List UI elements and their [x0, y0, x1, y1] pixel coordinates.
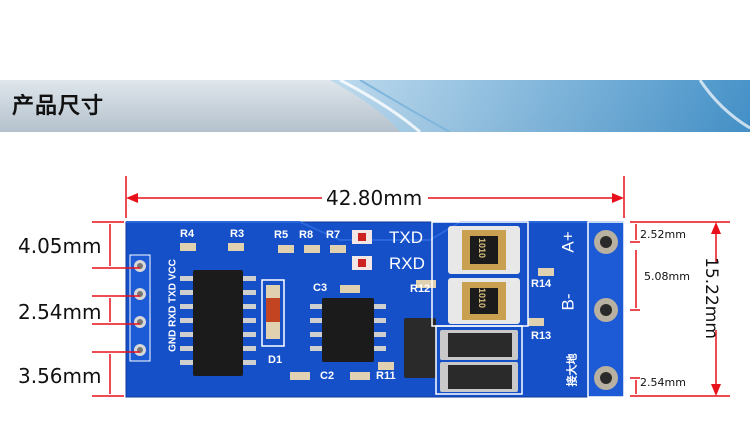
silk-d1: D1: [268, 354, 283, 366]
terminal-screw-a: [594, 230, 618, 254]
height-dimension-label: 15.22mm: [700, 257, 721, 339]
tvs-device-bottom: [448, 278, 520, 324]
silk-ground-cn: 接大地: [565, 353, 579, 387]
silk-r14: R14: [531, 278, 552, 290]
silk-r3: R3: [230, 228, 245, 240]
silk-r12: R12: [410, 283, 431, 295]
silk-r13: R13: [531, 330, 552, 342]
silk-r4: R4: [180, 228, 195, 240]
silk-r5: R5: [274, 229, 289, 241]
small-passives: [180, 243, 554, 380]
right-mid-dimension-label: 5.08mm: [644, 270, 690, 283]
silk-c3: C3: [313, 282, 328, 294]
right-bottom-dimension-label: 2.54mm: [640, 376, 686, 389]
left-top-dimension-label: 4.05mm: [18, 234, 102, 258]
banner-title: 产品尺寸: [12, 94, 105, 119]
silk-b-minus: B-: [558, 293, 578, 311]
d1-diode: [266, 285, 280, 339]
section-banner: [0, 80, 750, 132]
silk-a-plus: A+: [558, 231, 578, 253]
silk-pin-labels: GND RXD TXD VCC: [167, 259, 179, 352]
silk-r11: R11: [376, 370, 396, 382]
left-bottom-dimension-label: 3.56mm: [18, 364, 102, 388]
ic-chip-left: [180, 270, 256, 376]
silk-r8: R8: [299, 229, 314, 241]
diode-single: [404, 318, 436, 378]
tvs-device-top: [448, 226, 520, 274]
terminal-screw-b: [594, 298, 618, 322]
leds: [352, 230, 372, 270]
dimension-lines: [92, 176, 730, 397]
silk-led-code-top: 1010: [477, 237, 488, 259]
left-mid-dimension-label: 2.54mm: [18, 300, 102, 324]
pcb-board: [125, 221, 625, 398]
silk-led-code-bottom: 1010: [477, 287, 488, 309]
silk-r7: R7: [326, 229, 341, 241]
silk-txd: TXD: [389, 228, 423, 247]
silk-c2: C2: [320, 370, 335, 382]
right-top-dimension-label: 2.52mm: [640, 228, 686, 241]
silk-rxd: RXD: [389, 254, 425, 273]
terminal-screw-gnd: [594, 366, 618, 390]
diode-pair: [440, 330, 518, 392]
ic-chip-right: [310, 298, 386, 362]
width-dimension-label: 42.80mm: [326, 186, 423, 210]
pin-header: [129, 254, 151, 362]
